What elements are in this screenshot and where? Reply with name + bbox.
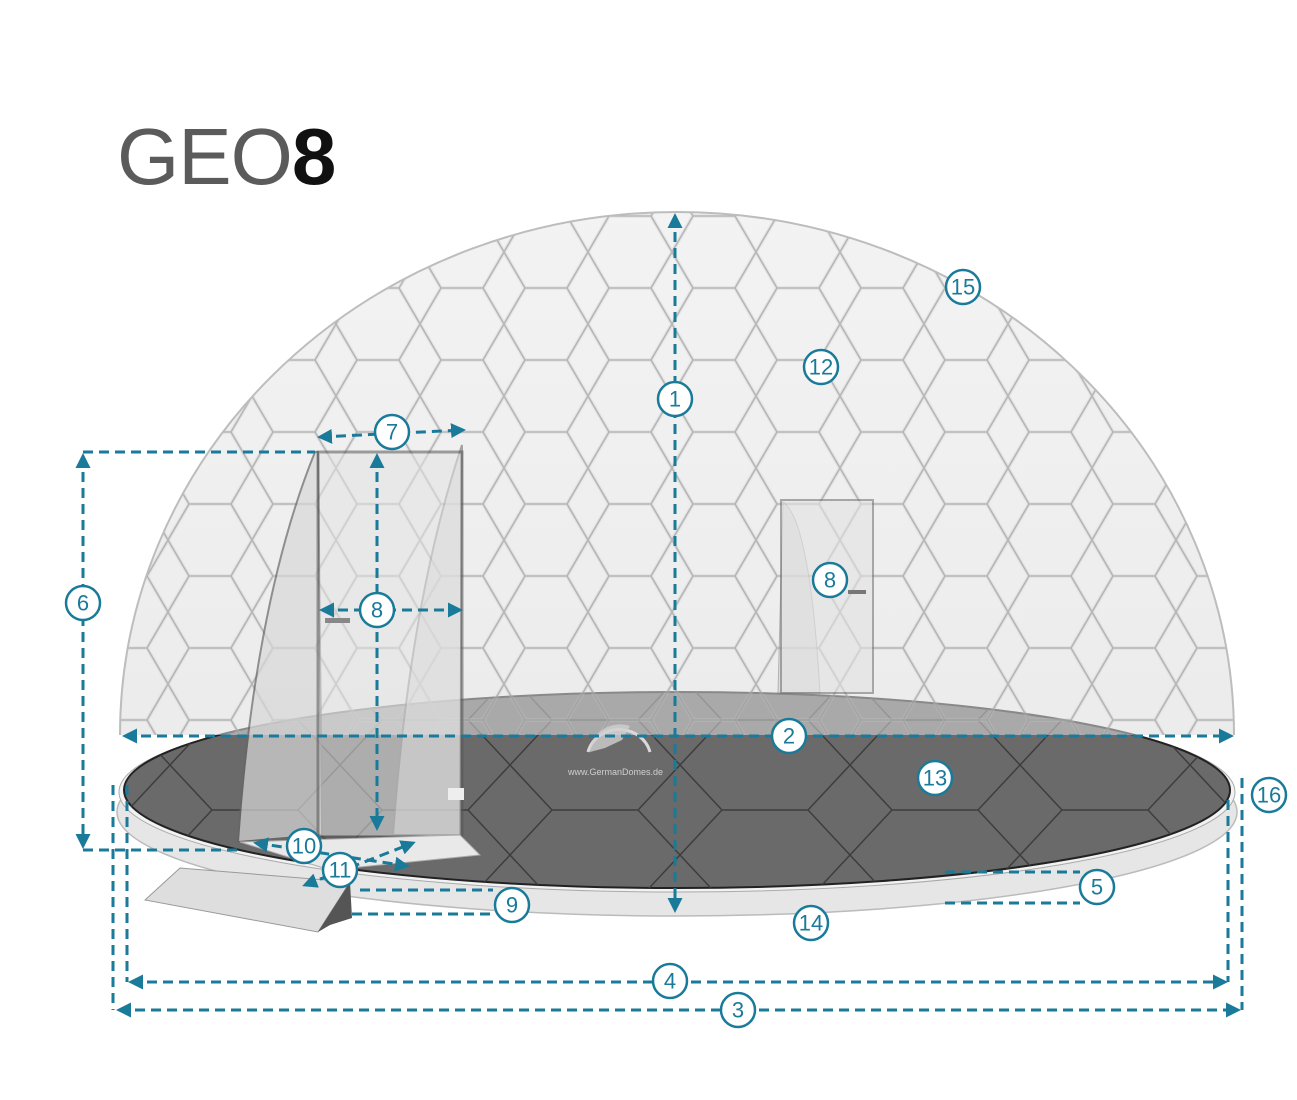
callout-12: 12: [802, 348, 840, 386]
svg-text:13: 13: [923, 766, 947, 791]
logo-text: www.GermanDomes.de: [567, 767, 663, 777]
callout-6: 6: [64, 584, 102, 622]
callout-1: 1: [656, 380, 694, 418]
callout-3: 3: [719, 991, 757, 1029]
title-number: 8: [291, 112, 336, 201]
callout-7: 7: [373, 413, 411, 451]
svg-text:10: 10: [292, 834, 316, 859]
svg-text:16: 16: [1257, 783, 1281, 808]
callout-5: 5: [1078, 868, 1116, 906]
svg-text:8: 8: [824, 568, 836, 593]
svg-text:5: 5: [1091, 875, 1103, 900]
callout-9: 9: [493, 886, 531, 924]
callout-8-emergency: 8: [811, 561, 849, 599]
callout-14: 14: [792, 904, 830, 942]
title-prefix: GEO: [117, 112, 293, 201]
svg-text:11: 11: [329, 858, 352, 883]
callout-8-entrance: 8: [358, 591, 396, 629]
callout-10: 10: [285, 827, 323, 865]
svg-text:3: 3: [732, 998, 744, 1023]
product-title: GEO8: [117, 112, 336, 202]
callout-2: 2: [770, 717, 808, 755]
svg-text:12: 12: [809, 355, 833, 380]
svg-text:1: 1: [669, 387, 681, 412]
svg-text:8: 8: [371, 598, 383, 623]
svg-text:15: 15: [951, 275, 975, 300]
callout-4: 4: [651, 962, 689, 1000]
svg-text:9: 9: [506, 893, 518, 918]
callout-15: 15: [944, 268, 982, 306]
svg-text:4: 4: [664, 969, 676, 994]
callout-11: 11: [321, 851, 359, 889]
svg-text:14: 14: [799, 911, 823, 936]
callout-16: 16: [1250, 776, 1288, 814]
callout-13: 13: [916, 759, 954, 797]
svg-text:6: 6: [77, 591, 89, 616]
svg-text:7: 7: [386, 420, 398, 445]
svg-text:2: 2: [783, 724, 795, 749]
door-handle: [325, 618, 350, 623]
